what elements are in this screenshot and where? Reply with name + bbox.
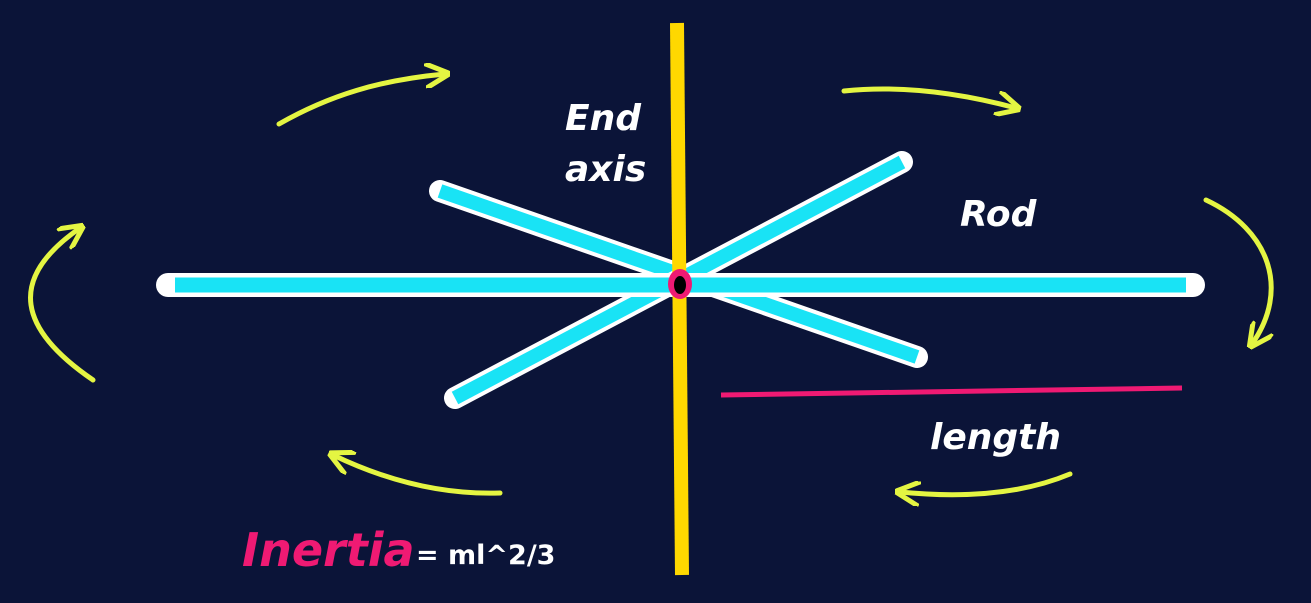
curved-arrow-icon	[28, 228, 96, 383]
curved-arrow-icon	[1203, 197, 1271, 344]
end-axis-label-line2: axis	[565, 149, 646, 190]
curved-arrow-icon	[333, 455, 503, 496]
inertia-formula: = ml^2/3	[416, 540, 555, 571]
end-axis-line	[670, 22, 689, 576]
length-label: length	[930, 417, 1061, 458]
inertia-label: Inertia	[242, 523, 415, 577]
pivot-point-icon	[668, 269, 692, 299]
curved-arrow-icon	[276, 74, 445, 127]
end-axis-label-line1: End	[565, 98, 642, 139]
rod-label: Rod	[960, 194, 1038, 235]
length-line	[720, 385, 1183, 398]
curved-arrow-icon	[841, 86, 1016, 108]
curved-arrow-icon	[900, 471, 1073, 495]
